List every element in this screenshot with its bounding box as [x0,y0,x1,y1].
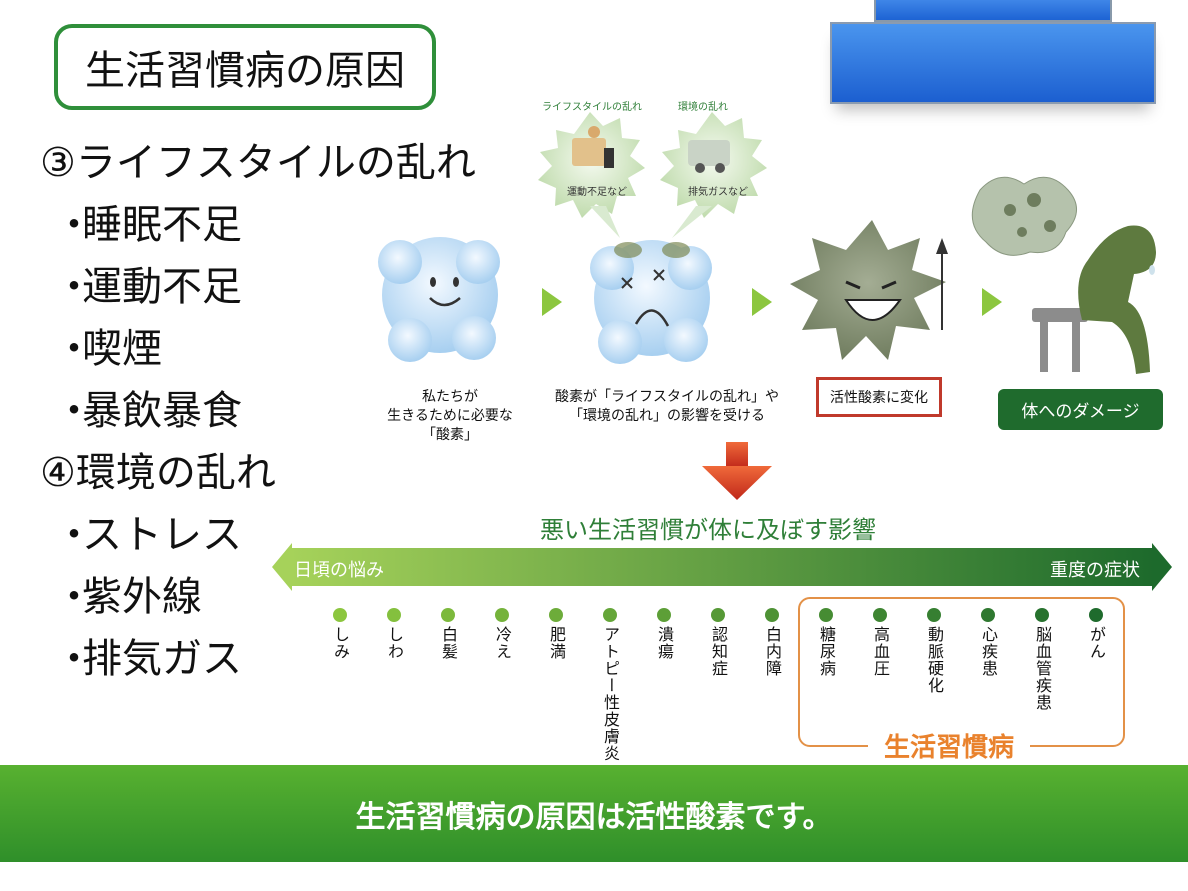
down-arrow-icon [702,442,772,500]
impact-title: 悪い生活習慣が体に及ぼす影響 [540,516,876,544]
condition-dot [657,608,671,622]
list-item: ・ストレス [40,504,476,566]
condition-label: アトピー性皮膚炎 [601,626,620,762]
stage1-caption: 私たちが 生きるために必要な 「酸素」 [385,388,515,445]
item-label: 暴飲暴食 [82,388,242,434]
item-label: 睡眠不足 [82,202,242,248]
condition-dot [603,608,617,622]
condition-item: 心疾患 [966,608,1010,677]
footer-banner: 生活習慣病の原因は活性酸素です。 [0,765,1188,862]
condition-dot [927,608,941,622]
person-damage-icon [971,176,1156,374]
condition-label: 認知症 [709,626,728,677]
arrow-right-icon [982,288,1002,316]
condition-item: 高血圧 [858,608,902,677]
environment-bubble [660,112,767,238]
condition-item: 潰瘍 [642,608,686,660]
stage2-caption: 酸素が「ライフスタイルの乱れ」や 「環境の乱れ」の影響を受ける [552,388,782,426]
body-damage-label: 体へのダメージ [998,389,1163,430]
sofa-icon [572,138,606,166]
list-item: ・睡眠不足 [40,194,476,256]
condition-item: アトピー性皮膚炎 [588,608,632,762]
list-item: ・紫外線 [40,566,476,628]
condition-dot [981,608,995,622]
condition-label: 動脈硬化 [925,626,944,694]
severity-bar [272,543,1172,591]
condition-item: しわ [372,608,416,660]
page-title: 生活習慣病の原因 [54,24,436,110]
condition-item: 冷え [480,608,524,660]
caption-line: 私たちが [422,389,478,405]
bar-right-label: 重度の症状 [1050,560,1140,581]
caption-line: 「酸素」 [422,427,478,443]
condition-dot [873,608,887,622]
lifestyle-disease-label: 生活習慣病 [868,727,1031,764]
condition-dot [549,608,563,622]
item-label: 排気ガス [82,636,242,682]
arrow-right-icon [752,288,772,316]
bubble1-title: ライフスタイルの乱れ [542,102,642,113]
caption-line: 酸素が「ライフスタイルの乱れ」や [555,389,779,405]
condition-label: 潰瘍 [655,626,674,660]
active-oxygen-icon [790,220,948,360]
heading-environment: ④環境の乱れ [40,450,276,496]
oxygen-happy-icon [378,237,500,362]
condition-item: 脳血管疾患 [1020,608,1064,711]
condition-item: 糖尿病 [804,608,848,677]
bubble1-caption: 運動不足など [567,187,627,198]
caption-line: 「環境の乱れ」の影響を受ける [569,408,765,424]
condition-dot [1089,608,1103,622]
condition-item: 動脈硬化 [912,608,956,694]
condition-label: 肥満 [547,626,566,660]
arrow-right-icon [542,288,562,316]
oxygen-sad-icon [590,240,712,364]
condition-item: 認知症 [696,608,740,677]
condition-dot [333,608,347,622]
active-oxygen-label: 活性酸素に変化 [816,377,942,417]
condition-label: 心疾患 [979,626,998,677]
condition-label: 糖尿病 [817,626,836,677]
caption-line: 生きるために必要な [387,408,513,424]
cause-list: ③ライフスタイルの乱れ ・睡眠不足 ・運動不足 ・喫煙 ・暴飲暴食 ④環境の乱れ… [40,132,476,690]
list-item: ・排気ガス [40,628,476,690]
bubble2-caption: 排気ガスなど [688,187,748,198]
condition-label: 冷え [493,626,512,660]
condition-label: しみ [331,626,350,660]
item-label: 喫煙 [82,326,162,372]
lifestyle-bubble [538,112,645,238]
list-item: ・運動不足 [40,256,476,318]
condition-label: 白髪 [439,626,458,660]
condition-dot [711,608,725,622]
condition-dot [1035,608,1049,622]
exhaust-icon [688,140,730,166]
list-item: ・暴飲暴食 [40,380,476,442]
list-item: ・喫煙 [40,318,476,380]
condition-dot [495,608,509,622]
condition-dot [387,608,401,622]
condition-label: 白内障 [763,626,782,677]
condition-label: 高血圧 [871,626,890,677]
condition-item: 白髪 [426,608,470,660]
condition-list: しみ しわ 白髪 冷え 肥満 アトピー性皮膚炎 潰瘍 認知症 白内障 糖尿病 高血圧 動脈硬化 心疾患 脳… [318,608,1118,762]
condition-label: しわ [385,626,404,660]
heading-lifestyle: ③ライフスタイルの乱れ [40,140,476,186]
condition-item: 肥満 [534,608,578,660]
condition-item: しみ [318,608,362,660]
condition-dot [441,608,455,622]
condition-dot [765,608,779,622]
item-label: 紫外線 [82,574,202,620]
condition-label: がん [1087,626,1106,660]
decor-bar-blue [830,22,1156,104]
condition-label: 脳血管疾患 [1033,626,1052,711]
condition-dot [819,608,833,622]
bubble2-title: 環境の乱れ [678,102,728,113]
condition-item: 白内障 [750,608,794,677]
bar-left-label: 日頃の悩み [294,560,384,581]
condition-item: がん [1074,608,1118,660]
item-label: ストレス [82,512,242,558]
decor-bar-top [874,0,1112,22]
item-label: 運動不足 [82,264,242,310]
